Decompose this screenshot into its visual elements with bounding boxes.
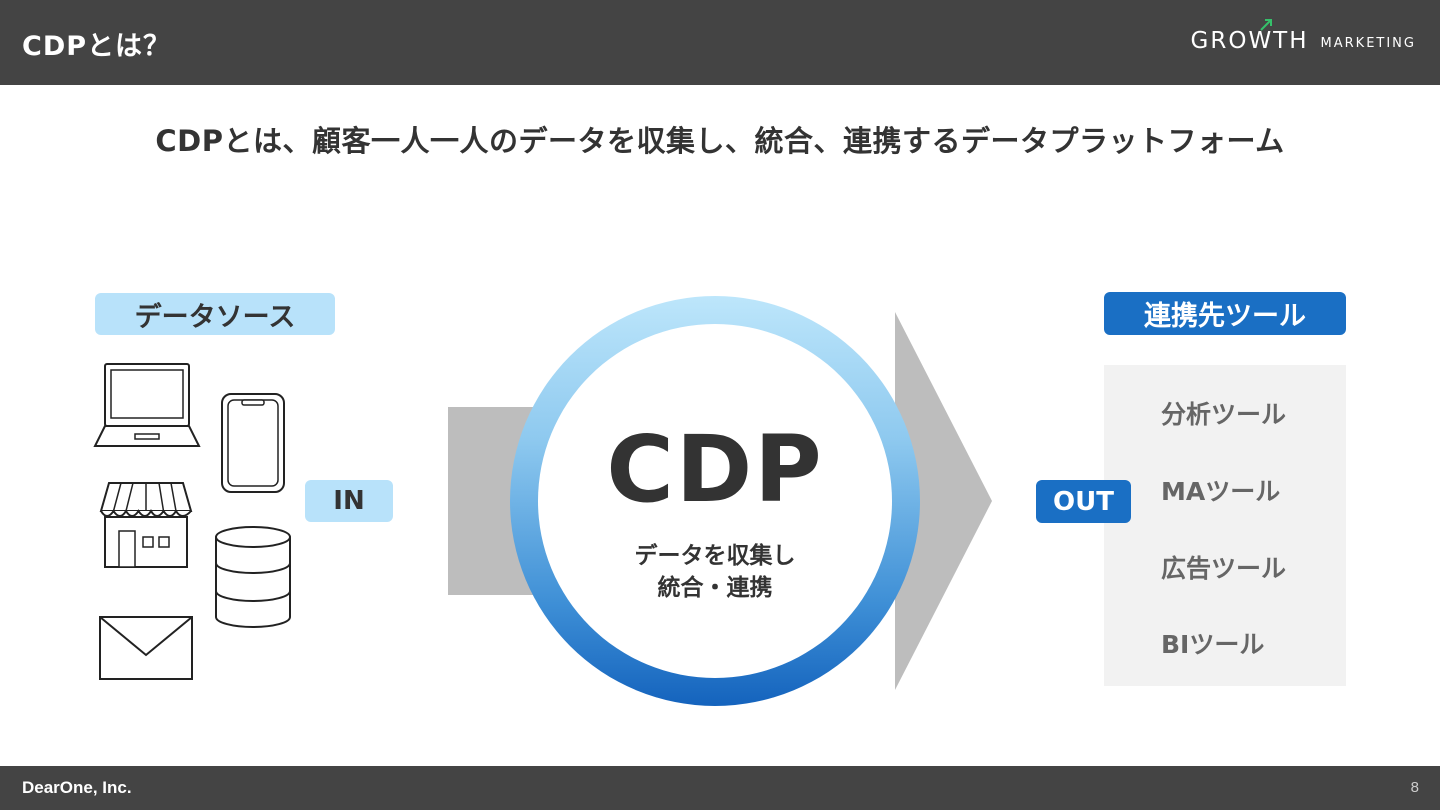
cdp-title: CDP	[606, 416, 824, 523]
company-name: DearOne, Inc.	[22, 778, 132, 797]
mail-icon	[99, 616, 193, 680]
data-source-label: データソース	[95, 293, 335, 335]
growth-marketing-logo: GROWTH MARKETING	[1191, 16, 1416, 66]
logo-sub-text: MARKETING	[1320, 35, 1416, 51]
cdp-subtitle-line1: データを収集し	[634, 543, 796, 569]
target-tools-label: 連携先ツール	[1104, 292, 1346, 335]
cdp-circle: CDP データを収集し 統合・連携	[510, 296, 920, 706]
logo-main-text: GROWTH	[1190, 28, 1309, 54]
cdp-circle-inner	[538, 324, 892, 678]
footer-bar: DearOne, Inc. 8	[0, 766, 1440, 810]
in-label: IN	[305, 480, 393, 522]
header-bar: CDPとは？ GROWTH MARKETING	[0, 0, 1440, 85]
database-icon	[215, 526, 291, 628]
page-number: 8	[1410, 779, 1419, 796]
logo-arrow-icon	[1259, 19, 1272, 31]
cdp-subtitle-line2: 統合・連携	[657, 575, 773, 601]
smartphone-icon	[221, 393, 285, 493]
out-label: OUT	[1036, 480, 1131, 523]
target-tools-panel: 分析ツール MAツール 広告ツール BIツール	[1104, 365, 1346, 686]
tool-item-ma: MAツール	[1161, 477, 1281, 506]
headline: CDPとは、顧客一人一人のデータを収集し、統合、連携するデータプラットフォーム	[155, 124, 1285, 158]
out-arrow-icon	[895, 312, 992, 690]
page-title: CDPとは？	[22, 31, 172, 62]
laptop-icon	[93, 363, 201, 447]
store-icon	[99, 482, 193, 568]
tool-item-ads: 広告ツール	[1161, 554, 1287, 583]
tool-item-bi: BIツール	[1161, 630, 1265, 659]
tool-item-analytics: 分析ツール	[1161, 400, 1287, 429]
